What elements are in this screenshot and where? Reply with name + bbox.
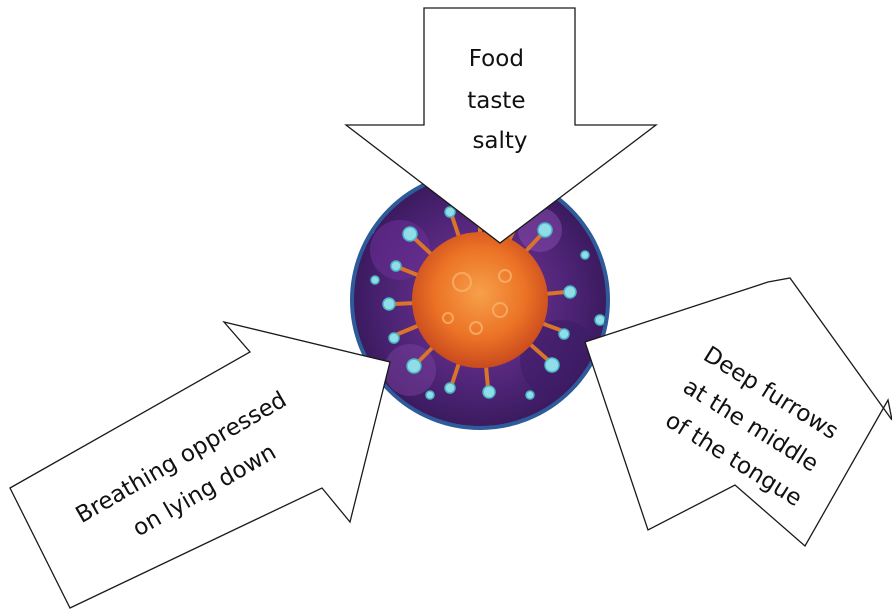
arrow-left: Breathing oppressed on lying down bbox=[10, 322, 390, 608]
arrow-top-line-2: taste bbox=[467, 88, 525, 114]
arrow-right: Deep furrows at the middle of the tongue bbox=[585, 278, 892, 546]
arrow-top-line-1: Food bbox=[469, 46, 524, 72]
arrow-top-line-3: salty bbox=[472, 128, 527, 154]
arrow-top-label: Food taste salty bbox=[467, 46, 533, 154]
